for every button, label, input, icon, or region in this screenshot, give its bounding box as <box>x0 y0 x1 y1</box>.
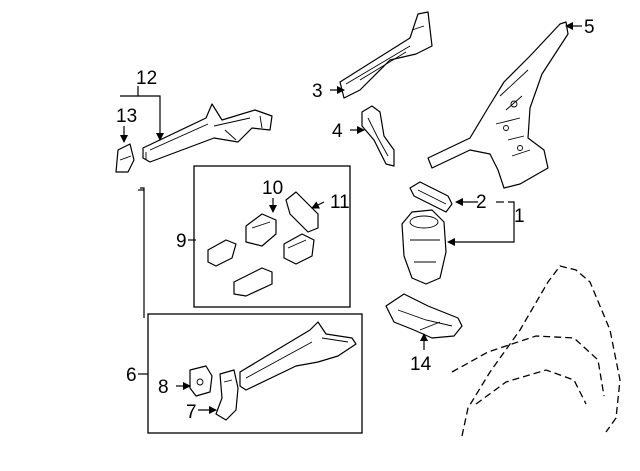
group-box-9 <box>193 165 351 308</box>
callout-11: 11 <box>330 192 350 213</box>
tower-bracket-part[interactable] <box>409 181 453 213</box>
callout-3: 3 <box>312 81 323 102</box>
callout-4: 4 <box>332 121 343 142</box>
fender-outline <box>451 265 621 437</box>
bracket-10-part[interactable] <box>245 213 277 247</box>
callout-12: 12 <box>136 68 157 89</box>
rail-bracket-part[interactable] <box>115 143 135 173</box>
callout-14: 14 <box>410 354 432 375</box>
box-small-bracket-part[interactable] <box>207 239 237 267</box>
apron-panel-part[interactable] <box>427 21 569 189</box>
bracket-8-part[interactable] <box>189 365 213 397</box>
callout-8: 8 <box>158 377 169 398</box>
callout-6: 6 <box>126 365 137 386</box>
lower-tray-part[interactable] <box>385 293 463 339</box>
callout-10: 10 <box>262 178 283 199</box>
callout-1: 1 <box>514 206 525 227</box>
box-channel-part[interactable] <box>233 267 273 297</box>
callout-2: 2 <box>476 192 487 213</box>
plate-11-part[interactable] <box>285 191 319 233</box>
callout-9: 9 <box>176 231 187 252</box>
callout-13: 13 <box>116 106 137 127</box>
rear-rail-part[interactable] <box>142 103 273 163</box>
reinforcement-part[interactable] <box>361 105 395 167</box>
box-block-part[interactable] <box>283 233 315 265</box>
front-rail-part[interactable] <box>239 321 357 391</box>
leader-lines <box>120 22 582 414</box>
callout-7: 7 <box>186 402 197 423</box>
bracket-7-part[interactable] <box>215 369 239 421</box>
upper-rail-part[interactable] <box>339 11 433 99</box>
shock-tower-part[interactable] <box>401 209 447 285</box>
callout-5: 5 <box>584 17 595 38</box>
